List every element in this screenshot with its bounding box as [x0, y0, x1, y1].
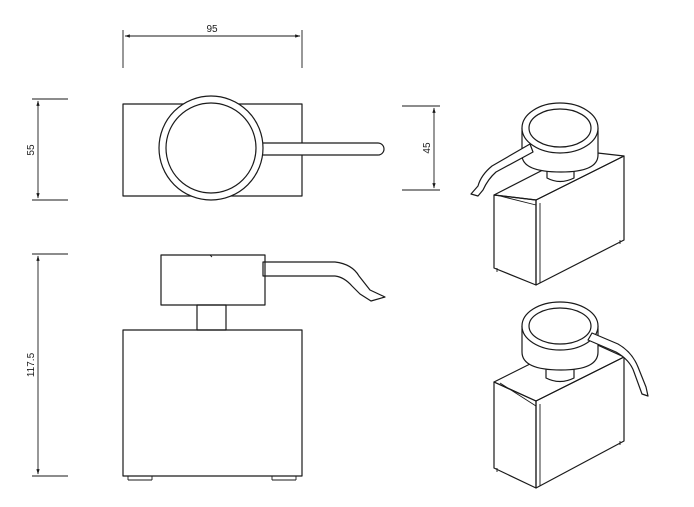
isometric-view-left [493, 301, 649, 489]
dimension-depth: 55 [26, 98, 68, 201]
dimension-width: 95 [122, 24, 303, 68]
dimension-body-depth: 45 [402, 105, 440, 191]
dimension-height-label: 117.5 [26, 352, 37, 377]
top-view [122, 95, 385, 201]
front-view [122, 254, 386, 481]
dimension-width-label: 95 [206, 24, 218, 35]
dimension-depth-label: 55 [26, 144, 37, 156]
dimension-body-depth-label: 45 [422, 142, 433, 154]
dimension-height: 117.5 [26, 253, 68, 477]
isometric-view-right [470, 102, 625, 286]
